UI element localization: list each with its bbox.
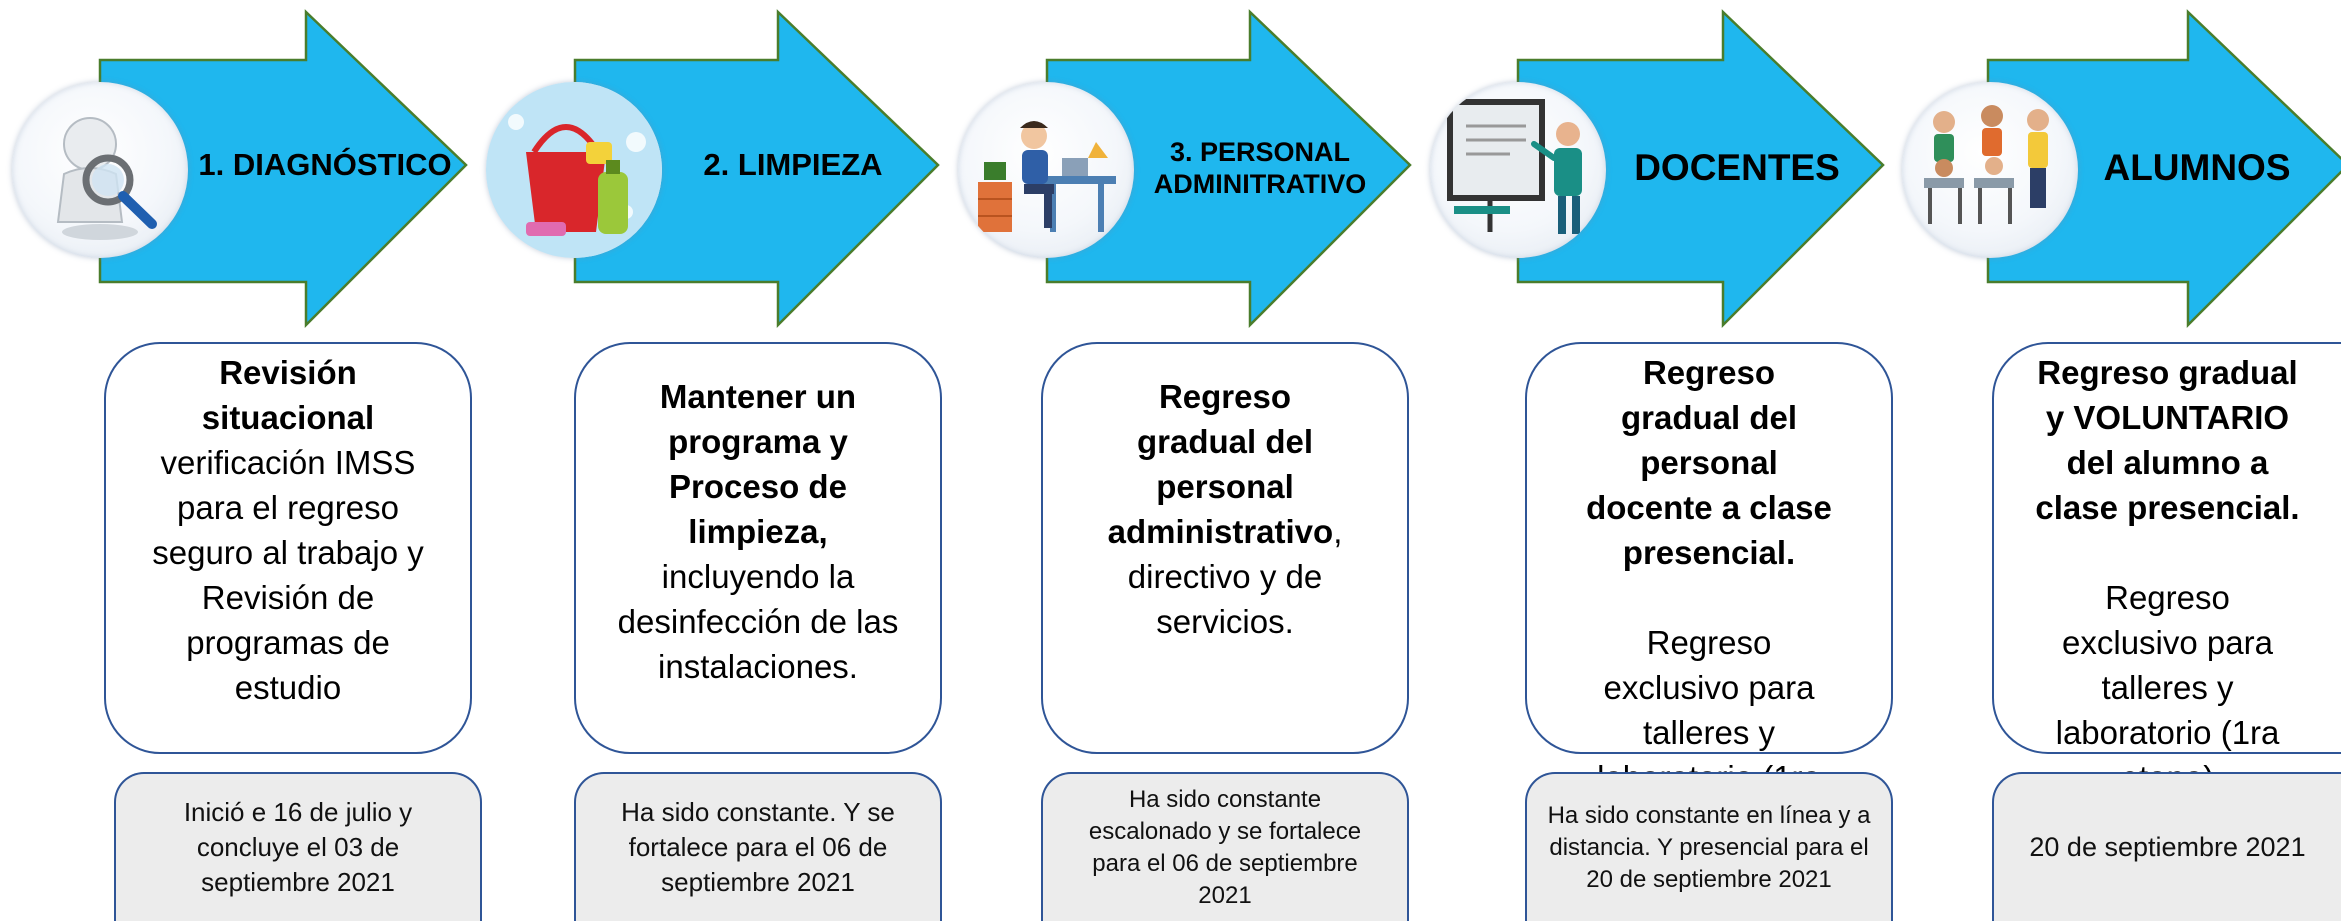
stage-2-image xyxy=(486,82,662,258)
stage-5-card-text: Regreso exclusivo para talleres y labora… xyxy=(2055,579,2280,796)
stage-2-label: 2. LIMPIEZA xyxy=(703,147,883,183)
stage-3-note-text: Ha sido constante escalonado y se fortal… xyxy=(1088,785,1362,909)
stage-1-card: Revisión situacional verificación IMSS p… xyxy=(104,342,472,754)
students-classroom-icon xyxy=(1924,105,2049,224)
stage-4-card-heading: Regreso gradual del personal docente a c… xyxy=(1586,354,1832,571)
magnifier-person-icon xyxy=(56,117,157,240)
stage-5-note-text: 20 de septiembre 2021 xyxy=(2029,832,2306,862)
stage-3-image xyxy=(958,82,1134,258)
stage-2-card-text: incluyendo la desinfección de las instal… xyxy=(617,558,899,685)
office-worker-icon xyxy=(978,121,1116,232)
stage-4-image xyxy=(1430,82,1606,258)
stage-3-label: 3. PERSONAL ADMINITRATIVO xyxy=(1153,136,1367,199)
arrow-shape-4 xyxy=(1516,9,1885,329)
stage-4-card: Regreso gradual del personal docente a c… xyxy=(1525,342,1893,841)
stage-1-card-heading: Revisión situacional xyxy=(201,354,375,436)
teacher-board-icon xyxy=(1447,99,1582,234)
stage-5-label: ALUMNOS xyxy=(2103,146,2291,188)
stage-1-label: 1. DIAGNÓSTICO xyxy=(198,147,452,183)
stage-1-note-text: Inició e 16 de julio y concluye el 03 de… xyxy=(183,797,413,897)
stage-2-note: Ha sido constante. Y se fortalece para e… xyxy=(574,772,942,921)
stage-3-card-text: , directivo y de servicios. xyxy=(1127,513,1343,640)
stage-2-card: Mantener un programa y Proceso de limpie… xyxy=(574,342,942,754)
stage-3-card-heading: Regreso gradual del personal administrat… xyxy=(1107,378,1334,550)
stage-2-note-text: Ha sido constante. Y se fortalece para e… xyxy=(621,797,895,897)
stage-1-note: Inició e 16 de julio y concluye el 03 de… xyxy=(114,772,482,921)
stage-5-note: 20 de septiembre 2021 xyxy=(1992,772,2341,921)
stage-4-note-text: Ha sido constante en línea y a distancia… xyxy=(1547,801,1871,893)
arrow-shape-3 xyxy=(1045,9,1412,329)
stage-5-card: Regreso gradual y VOLUNTARIO del alumno … xyxy=(1992,342,2341,796)
stage-1-image xyxy=(12,82,188,258)
stage-4-note: Ha sido constante en línea y a distancia… xyxy=(1525,772,1893,921)
arrow-shape-5 xyxy=(1986,9,2341,329)
stage-2-card-heading: Mantener un programa y Proceso de limpie… xyxy=(659,378,857,550)
stage-5-card-heading: Regreso gradual y VOLUNTARIO del alumno … xyxy=(2035,354,2300,526)
stage-1-card-text: verificación IMSS para el regreso seguro… xyxy=(152,444,424,706)
arrow-shape-2 xyxy=(573,9,940,329)
stage-5-image xyxy=(1902,82,2078,258)
stage-4-label: DOCENTES xyxy=(1634,146,1840,188)
arrow-shape-1 xyxy=(98,9,468,329)
stage-3-card: Regreso gradual del personal administrat… xyxy=(1041,342,1409,754)
cleaning-bucket-icon xyxy=(486,82,662,258)
stage-3-note: Ha sido constante escalonado y se fortal… xyxy=(1041,772,1409,921)
